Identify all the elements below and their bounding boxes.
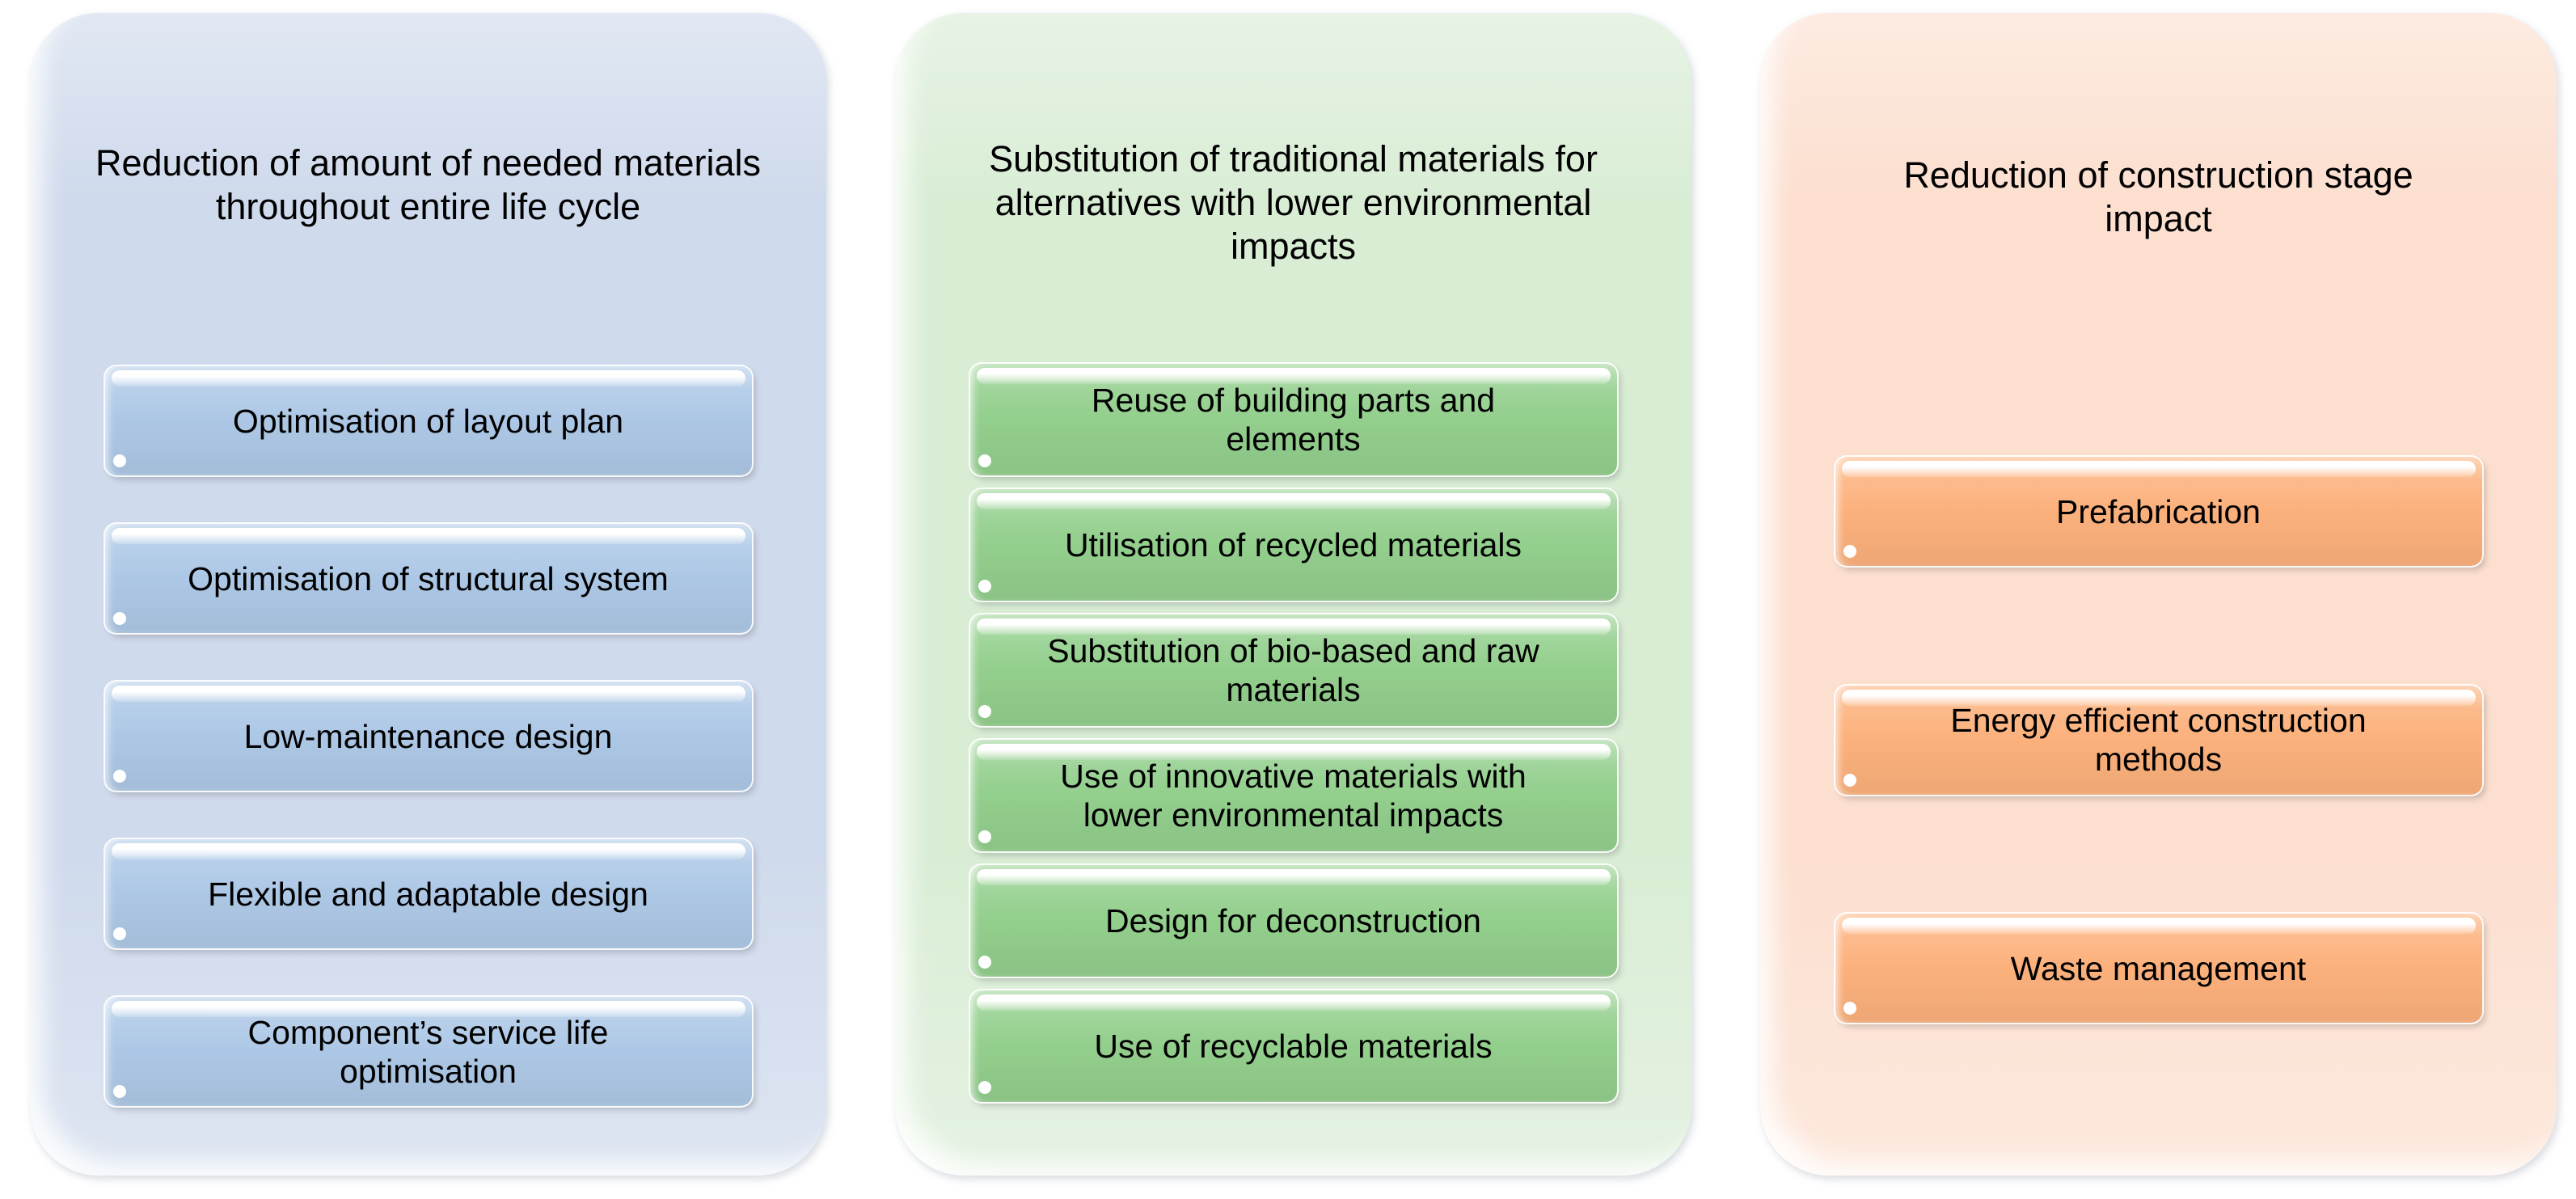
item-box: Energy efficient construction methods: [1835, 685, 2482, 795]
item-box: Design for deconstruction: [970, 865, 1617, 977]
item-label: Low-maintenance design: [243, 717, 613, 755]
item-box: Optimisation of layout plan: [105, 366, 752, 475]
item-box: Low-maintenance design: [105, 682, 752, 791]
item-box: Use of recyclable materials: [970, 990, 1617, 1102]
panel-construction-stage: Reduction of construction stage impact P…: [1760, 13, 2557, 1176]
item-label: Reuse of building parts and elements: [1091, 382, 1496, 458]
panel-title: Reduction of amount of needed materials …: [95, 142, 761, 227]
panel-materials-reduction: Reduction of amount of needed materials …: [30, 13, 826, 1176]
item-box: Substitution of bio-based and raw materi…: [970, 614, 1617, 726]
item-box: Component’s service life optimisation: [105, 997, 752, 1106]
item-label: Flexible and adaptable design: [208, 875, 648, 913]
item-list: Prefabrication Energy efficient construc…: [1835, 457, 2482, 1023]
item-label: Use of recyclable materials: [1094, 1028, 1493, 1065]
item-box: Prefabrication: [1835, 457, 2482, 566]
item-box: Reuse of building parts and elements: [970, 364, 1617, 475]
item-box: Utilisation of recycled materials: [970, 489, 1617, 601]
item-box: Flexible and adaptable design: [105, 839, 752, 948]
item-box: Waste management: [1835, 914, 2482, 1023]
panel-title: Substitution of traditional materials fo…: [989, 138, 1598, 267]
item-label: Prefabrication: [2056, 492, 2261, 530]
item-label: Utilisation of recycled materials: [1064, 526, 1522, 564]
item-label: Optimisation of structural system: [188, 559, 669, 597]
item-label: Use of innovative materials with lower e…: [1060, 758, 1527, 834]
panel-title: Reduction of construction stage impact: [1903, 154, 2413, 239]
panel-material-substitution: Substitution of traditional materials fo…: [895, 13, 1691, 1176]
item-label: Optimisation of layout plan: [232, 402, 624, 440]
item-list: Optimisation of layout plan Optimisation…: [105, 366, 752, 1106]
item-list: Reuse of building parts and elements Uti…: [970, 364, 1617, 1102]
item-label: Substitution of bio-based and raw materi…: [1047, 632, 1539, 708]
item-box: Optimisation of structural system: [105, 524, 752, 633]
item-label: Component’s service life optimisation: [247, 1013, 609, 1090]
item-label: Energy efficient construction methods: [1950, 702, 2367, 778]
item-label: Waste management: [2010, 949, 2307, 987]
item-box: Use of innovative materials with lower e…: [970, 740, 1617, 851]
item-label: Design for deconstruction: [1105, 902, 1481, 939]
